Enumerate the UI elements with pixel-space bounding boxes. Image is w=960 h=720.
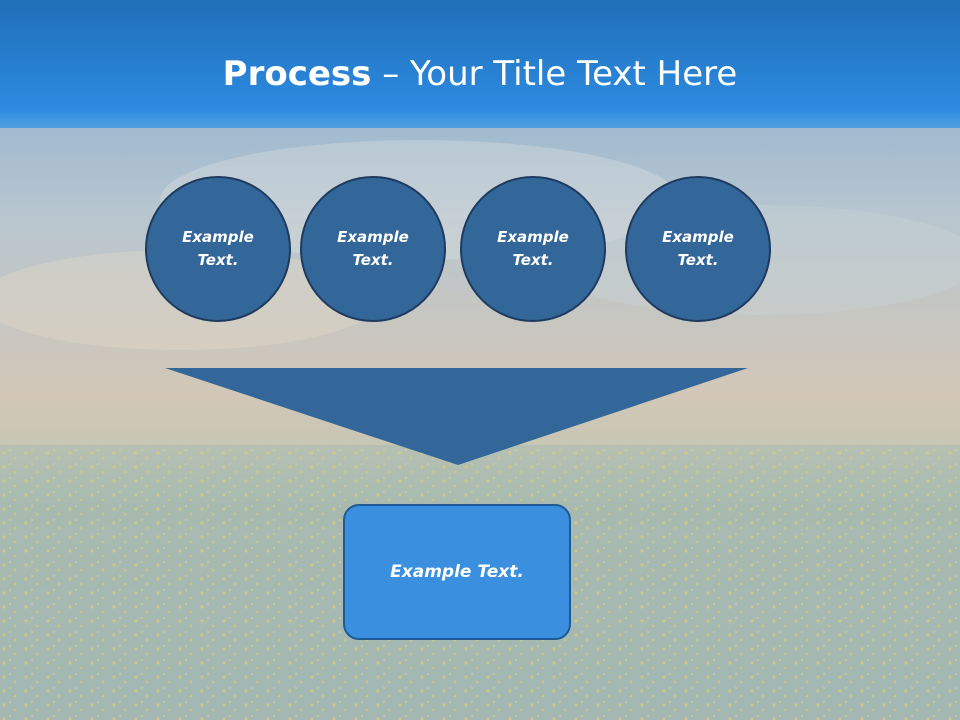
step-circle-text: Example Text. bbox=[648, 226, 748, 272]
step-circle-1[interactable]: Example Text. bbox=[145, 176, 291, 322]
title-band bbox=[0, 0, 960, 128]
result-box[interactable]: Example Text. bbox=[343, 504, 571, 640]
step-text-line2: Text. bbox=[677, 251, 719, 269]
step-circle-4[interactable]: Example Text. bbox=[625, 176, 771, 322]
step-text-line2: Text. bbox=[512, 251, 554, 269]
funnel-triangle bbox=[165, 368, 748, 465]
step-text-line2: Text. bbox=[197, 251, 239, 269]
step-circle-text: Example Text. bbox=[483, 226, 583, 272]
title-rest-text: Your Title Text Here bbox=[410, 54, 738, 94]
step-text-line1: Example bbox=[662, 228, 734, 246]
title-dash: – bbox=[382, 54, 400, 94]
title-bold-text: Process bbox=[222, 54, 372, 94]
slide-title: Process – Your Title Text Here bbox=[0, 52, 960, 96]
result-text: Example Text. bbox=[390, 562, 524, 582]
step-text-line2: Text. bbox=[352, 251, 394, 269]
step-text-line1: Example bbox=[497, 228, 569, 246]
step-circle-text: Example Text. bbox=[168, 226, 268, 272]
step-text-line1: Example bbox=[182, 228, 254, 246]
step-text-line1: Example bbox=[337, 228, 409, 246]
step-circle-2[interactable]: Example Text. bbox=[300, 176, 446, 322]
step-circle-3[interactable]: Example Text. bbox=[460, 176, 606, 322]
step-circle-text: Example Text. bbox=[323, 226, 423, 272]
